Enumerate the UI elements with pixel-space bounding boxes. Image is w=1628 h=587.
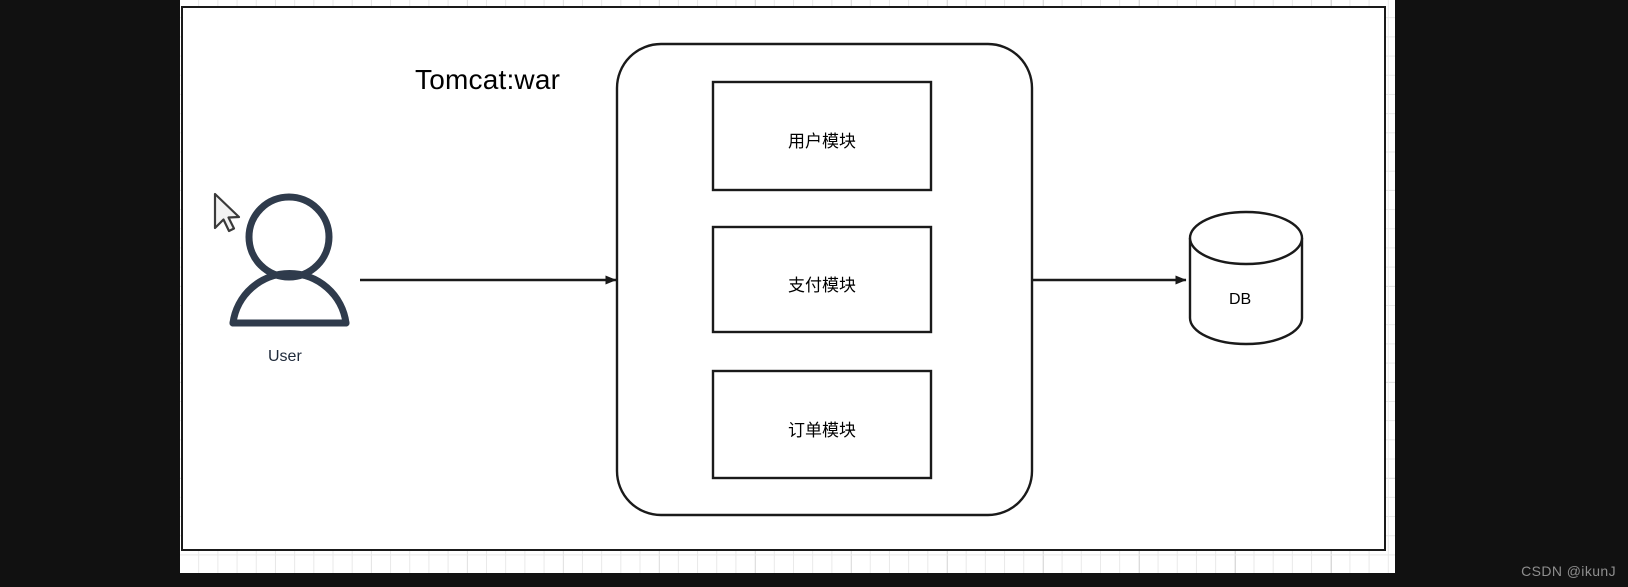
module-label-payment: 支付模块 xyxy=(788,276,856,296)
user-actor-label: User xyxy=(268,348,302,365)
watermark-text: CSDN @ikunJ xyxy=(1521,563,1616,579)
tomcat-war-title-label: Tomcat:war xyxy=(415,64,561,95)
module-label-user: 用户模块 xyxy=(788,132,856,152)
module-label-order: 订单模块 xyxy=(788,421,856,441)
database-label: DB xyxy=(1229,291,1252,308)
